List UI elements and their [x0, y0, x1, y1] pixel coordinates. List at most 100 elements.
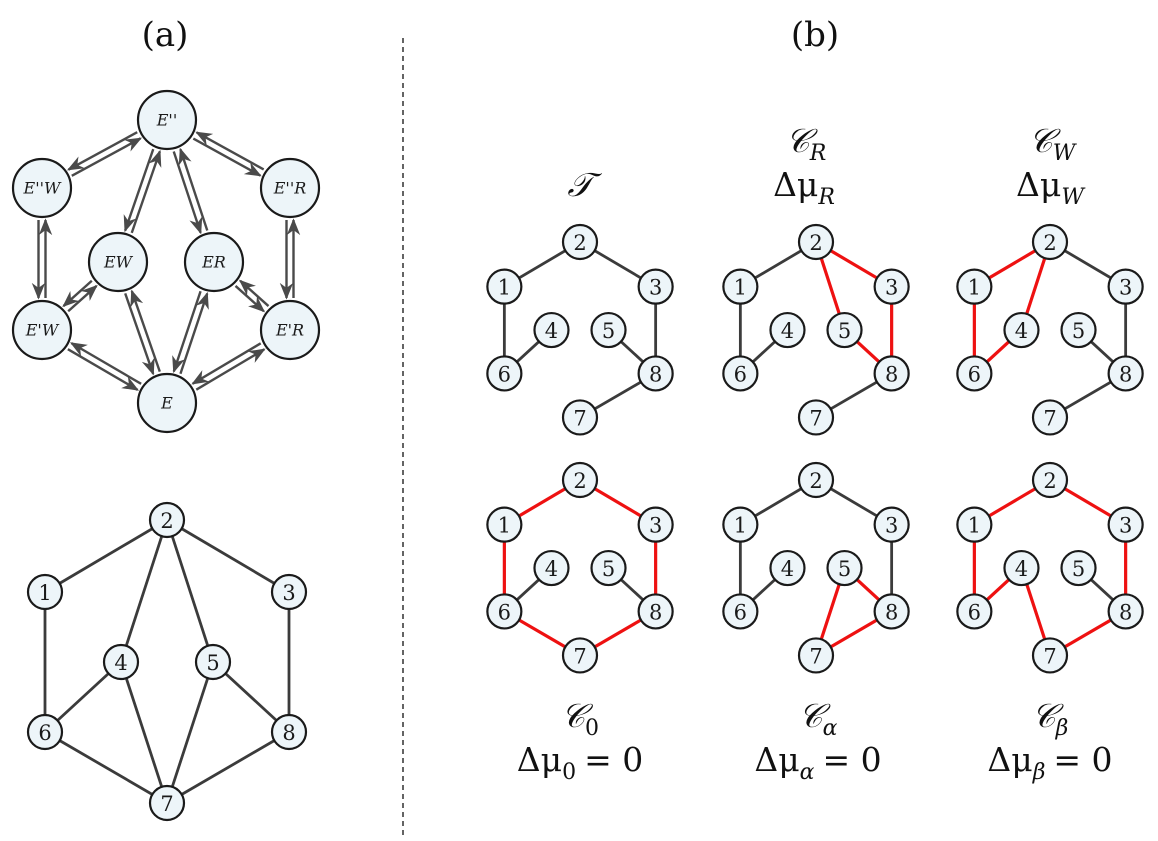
graph-node-circle — [148, 501, 186, 539]
state-node-circle — [259, 157, 321, 219]
subgraph-node-circle — [956, 506, 993, 543]
title-CR-delta: ΔμR — [773, 165, 835, 210]
caption-Calpha: 𝒞α Δμα= 0 — [754, 696, 881, 785]
subgraph-node: 8 — [1107, 355, 1144, 392]
subgraph-node-circle — [826, 549, 863, 587]
state-node-circle — [136, 89, 198, 151]
state-node-label: E'W — [25, 321, 60, 340]
subgraph-node: 5 — [590, 311, 627, 349]
subgraph-node-circle — [1107, 355, 1144, 392]
caption-Cbeta-delta-value: = 0 — [1053, 740, 1112, 779]
subgraph-node-circle — [797, 637, 835, 674]
subgraph-node: 5 — [590, 549, 627, 587]
subgraph-node-label: 1 — [968, 276, 981, 300]
graph-node: 4 — [102, 643, 140, 681]
subgraph-node: 2 — [1031, 223, 1069, 261]
subgraph-node-circle — [486, 593, 523, 630]
subgraph-node: 7 — [797, 399, 835, 436]
caption-Cbeta-sub: β — [1055, 716, 1069, 741]
subgraph-node-label: 8 — [649, 362, 662, 386]
subgraph-node: 6 — [722, 593, 759, 630]
graph-node-label: 7 — [160, 792, 173, 816]
subgraph-node: 4 — [533, 311, 570, 349]
state-node-label: E — [160, 394, 173, 413]
transition-arrow — [124, 292, 155, 376]
subgraph-node-circle — [561, 399, 599, 436]
graph-edge — [165, 661, 215, 804]
graph-node-circle — [148, 784, 186, 822]
subgraph-node-label: 7 — [1043, 644, 1056, 668]
subgraph-node-label: 8 — [885, 600, 898, 624]
subgraph-node-circle — [561, 223, 599, 261]
graph-edge — [166, 518, 290, 594]
subgraph-node: 5 — [1060, 549, 1097, 587]
subgraph-node-circle — [1107, 506, 1144, 543]
caption-C0-sub: 0 — [585, 716, 599, 741]
subgraph-node-circle — [873, 506, 910, 543]
subgraph-node-circle — [590, 311, 627, 349]
subgraph-node-label: 8 — [885, 362, 898, 386]
state-node: E'W — [11, 299, 73, 361]
title-T-text: 𝒯 — [567, 165, 602, 204]
transition-arrow — [66, 131, 138, 171]
subgraph-node-circle — [1031, 637, 1069, 674]
subgraph-node-circle — [1003, 311, 1040, 349]
graph-node: 6 — [26, 713, 64, 751]
state-node-label: E'R — [275, 321, 304, 340]
state-node: E'R — [259, 299, 321, 361]
subgraph-node-label: 2 — [809, 469, 822, 493]
title-CW-delta: ΔμW — [1016, 165, 1086, 210]
subgraph-node: 2 — [561, 461, 599, 499]
subgraph-node-label: 2 — [1043, 231, 1056, 255]
transition-arrow — [69, 342, 142, 385]
subgraph-node-label: 6 — [734, 362, 747, 386]
title-CW-main: 𝒞W — [1029, 121, 1078, 166]
caption-Calpha-delta: Δμα= 0 — [754, 740, 881, 785]
subgraph-node-label: 3 — [1119, 276, 1132, 300]
subgraph-node-circle — [590, 549, 627, 587]
transition-arrow — [195, 348, 266, 391]
state-node: ER — [183, 231, 245, 293]
state-node-circle — [136, 372, 198, 434]
subgraph-node-circle — [826, 311, 863, 349]
subgraph-node-circle — [797, 461, 835, 499]
state-node-label: E''R — [273, 179, 307, 198]
title-CR-sub: R — [809, 141, 827, 166]
subgraph-node: 6 — [486, 355, 523, 392]
subgraph-node: 3 — [637, 506, 674, 543]
subgraph-node-label: 4 — [781, 319, 794, 343]
caption-Cbeta-main: 𝒞β — [1032, 696, 1069, 741]
caption-C0-delta-sub: 0 — [562, 760, 576, 785]
subgraph-node-label: 7 — [809, 406, 822, 430]
title-T: 𝒯 — [567, 165, 602, 204]
subgraph-node: 6 — [486, 593, 523, 630]
subgraph-node-label: 4 — [545, 557, 558, 581]
subgraph-node-circle — [1031, 399, 1069, 436]
subgraph-node-label: 5 — [1072, 319, 1085, 343]
subgraph-node: 2 — [797, 461, 835, 499]
subgraph-node: 2 — [561, 223, 599, 261]
graph-edge — [166, 730, 290, 805]
subgraph-node-label: 2 — [573, 231, 586, 255]
subgraph-node-circle — [1031, 223, 1069, 261]
transition-arrow — [192, 137, 262, 177]
subgraph-node-label: 7 — [573, 644, 586, 668]
subgraph-node-circle — [956, 593, 993, 630]
subgraph-node-label: 3 — [649, 514, 662, 538]
subgraph-node-circle — [722, 506, 759, 543]
subgraph-node-label: 5 — [838, 557, 851, 581]
graph-node: 1 — [26, 573, 64, 611]
subgraph-node: 1 — [722, 268, 759, 305]
graph-node-label: 5 — [206, 651, 219, 675]
subgraph-node-circle — [1060, 549, 1097, 587]
graph-node-circle — [270, 573, 308, 611]
subgraph-node-circle — [797, 399, 835, 436]
graph-edge — [119, 661, 169, 804]
subgraph-node-circle — [769, 549, 806, 587]
graph-edge — [44, 518, 168, 594]
graph-node: 5 — [194, 643, 232, 681]
